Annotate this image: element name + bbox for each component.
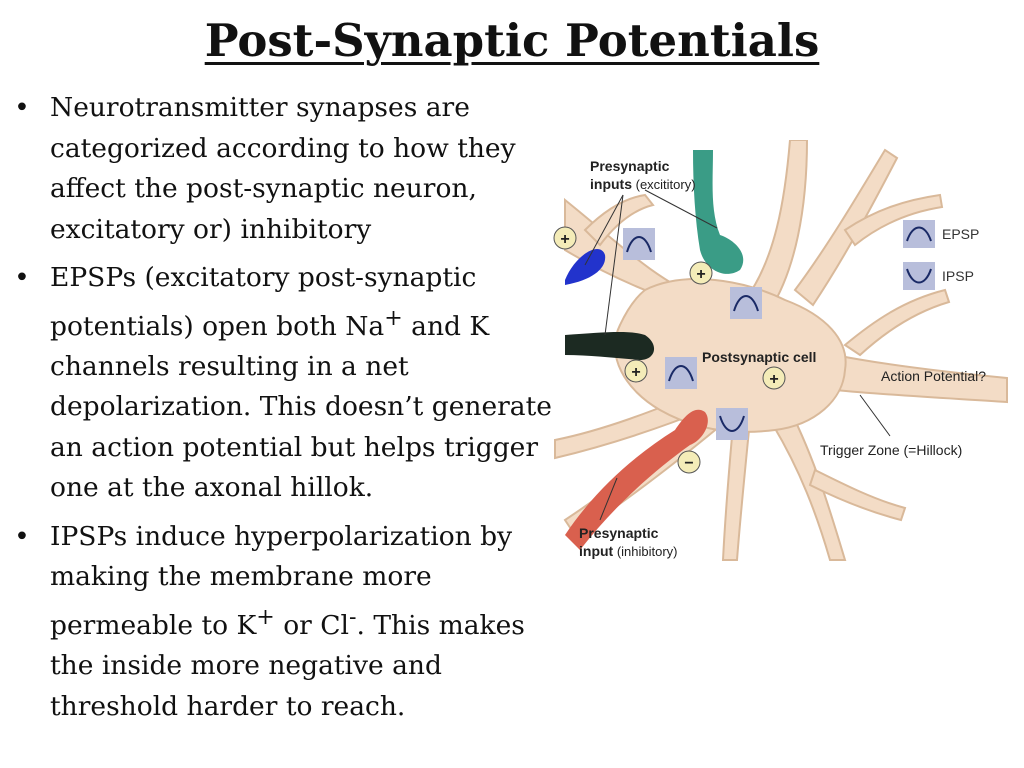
bullet-marker: • xyxy=(14,262,30,293)
axon-branch-upper xyxy=(843,288,951,357)
superscript-plus: + xyxy=(384,305,403,331)
minus-sign-text: − xyxy=(684,455,693,472)
dendrite-top xyxy=(743,140,809,312)
bullet-item-categorization: • Neurotransmitter synapses are categori… xyxy=(10,88,555,250)
pointer-line xyxy=(644,189,718,229)
label-excititory: (excititory) xyxy=(632,177,696,192)
bullet-text: and K channels resulting in a net depola… xyxy=(50,310,552,504)
plus-sign-text: + xyxy=(560,231,569,248)
dendrite-upper-left-branch xyxy=(583,193,655,247)
plus-sign-text: + xyxy=(769,371,778,388)
pointer-lines xyxy=(584,189,891,521)
bullet-text: IPSPs induce hyperpolarization by making… xyxy=(50,520,513,641)
sign-markers: + + + + − xyxy=(553,226,786,474)
dendrite-top-right-branch xyxy=(843,193,944,247)
label-trigger-zone: Trigger Zone (=Hillock) xyxy=(820,442,962,458)
superscript-plus: + xyxy=(256,604,275,630)
pointer-line xyxy=(859,394,891,437)
presynaptic-terminals xyxy=(565,150,744,550)
pointer-line xyxy=(584,194,624,266)
bullet-text: . This makes the inside more negative an… xyxy=(50,609,525,722)
plus-sign: + xyxy=(762,366,786,390)
blue-excitatory-terminal xyxy=(565,249,606,285)
synapse-diagram: + + + + − EPSP xyxy=(553,140,1008,561)
legend-epsp: EPSP xyxy=(903,220,979,248)
epsp-marker xyxy=(730,287,762,319)
plus-sign: + xyxy=(689,261,713,285)
ipsp-marker xyxy=(716,408,748,440)
plus-sign-text: + xyxy=(631,364,640,381)
label-presynaptic-inhibitory: Presynaptic xyxy=(579,525,659,541)
epsp-marker xyxy=(665,357,697,389)
label-postsynaptic-cell: Postsynaptic cell xyxy=(702,349,816,365)
legend-ipsp-label: IPSP xyxy=(942,268,974,284)
teal-excitatory-terminal xyxy=(693,150,744,274)
plus-sign: + xyxy=(624,359,648,383)
bullet-text: Neurotransmitter synapses are categorize… xyxy=(50,92,516,245)
label-presynaptic-inhibitory-line2: input (inhibitory) xyxy=(579,543,678,559)
minus-sign: − xyxy=(677,450,701,474)
label-presynaptic-excitatory: Presynaptic xyxy=(590,158,670,174)
label-input: input xyxy=(579,543,614,559)
bullet-text: or Cl xyxy=(274,609,350,641)
potential-markers xyxy=(623,228,762,440)
pointer-line xyxy=(599,477,618,521)
pointer-line xyxy=(604,194,624,336)
bullet-marker: • xyxy=(14,520,30,552)
plus-sign-text: + xyxy=(696,266,705,283)
superscript-minus: - xyxy=(349,604,357,630)
dendrite-top-right xyxy=(793,148,899,307)
label-inhibitory: (inhibitory) xyxy=(613,544,677,559)
bullet-item-epsp: • EPSPs (excitatory post-synaptic potent… xyxy=(10,258,555,509)
slide-title: Post-Synaptic Potentials xyxy=(204,14,820,67)
legend-ipsp: IPSP xyxy=(903,262,974,290)
dendrite-lower-middle xyxy=(721,418,752,561)
red-inhibitory-terminal xyxy=(565,409,708,550)
bullet-list: • Neurotransmitter synapses are categori… xyxy=(10,88,555,735)
label-inputs: inputs xyxy=(590,176,632,192)
epsp-marker xyxy=(623,228,655,260)
axon xyxy=(834,353,1008,404)
bullet-text: EPSPs (excitatory post-synaptic potentia… xyxy=(50,262,477,342)
legend: EPSP IPSP xyxy=(903,220,979,290)
label-action-potential: Action Potential? xyxy=(881,368,986,384)
plus-sign: + xyxy=(553,226,577,250)
diagram-labels: Presynaptic inputs (excititory) Postsyna… xyxy=(579,158,986,559)
dark-excitatory-terminal xyxy=(565,331,655,360)
bullet-item-ipsp: • IPSPs induce hyperpolarization by maki… xyxy=(10,517,555,727)
legend-epsp-label: EPSP xyxy=(942,226,979,242)
dendrite-lower-right-branch xyxy=(808,468,907,522)
label-presynaptic-excitatory-line2: inputs (excititory) xyxy=(590,176,696,192)
bullet-marker: • xyxy=(14,92,30,123)
